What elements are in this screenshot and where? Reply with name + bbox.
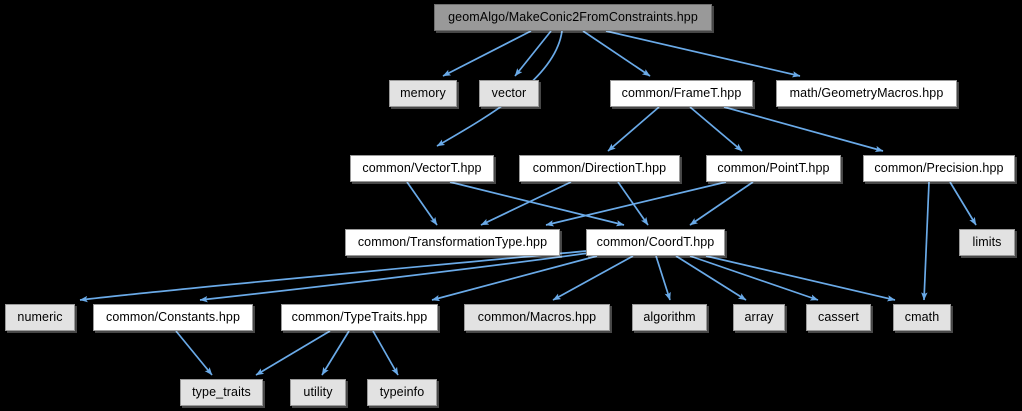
graph-edge-typetraits-to-utility — [321, 330, 350, 376]
graph-node-label: memory — [400, 86, 446, 101]
graph-edge-precision-to-cmath — [921, 181, 930, 301]
graph-node-label: geomAlgo/MakeConic2FromConstraints.hpp — [448, 10, 698, 25]
graph-node-label: limits — [972, 235, 1002, 250]
graph-edge-coordt-to-numeric — [79, 250, 587, 303]
graph-node-array[interactable]: array — [733, 304, 785, 331]
graph-node-algorithm[interactable]: algorithm — [632, 304, 707, 331]
graph-edge-coordt-to-typetraits — [431, 255, 598, 302]
graph-node-typeinfo[interactable]: typeinfo — [367, 379, 437, 406]
graph-edge-root-to-memory — [442, 30, 532, 77]
graph-node-label: common/PointT.hpp — [717, 161, 830, 176]
graph-edge-vectort-to-transformationtype — [406, 181, 438, 226]
graph-edge-vectort-to-coordt — [449, 181, 625, 227]
graph-edge-coordt-to-algorithm — [655, 255, 671, 301]
graph-node-label: common/Macros.hpp — [477, 310, 597, 325]
graph-node-label: common/CoordT.hpp — [596, 235, 715, 250]
graph-edge-typetraits-to-type_traits — [255, 330, 331, 376]
graph-node-label: math/GeometryMacros.hpp — [789, 86, 944, 101]
graph-node-directiont[interactable]: common/DirectionT.hpp — [519, 155, 680, 182]
graph-node-label: vector — [491, 86, 527, 101]
graph-edge-root-to-geometrymacros — [605, 30, 801, 78]
graph-node-label: array — [744, 310, 774, 325]
graph-node-label: common/Precision.hpp — [874, 161, 1004, 176]
graph-edge-precision-to-limits — [949, 181, 977, 226]
graph-edge-pointt-to-transformationtype — [545, 181, 727, 227]
graph-node-memory[interactable]: memory — [389, 80, 457, 107]
graph-node-root[interactable]: geomAlgo/MakeConic2FromConstraints.hpp — [434, 4, 712, 31]
graph-node-label: common/TypeTraits.hpp — [291, 310, 428, 325]
graph-node-pointt[interactable]: common/PointT.hpp — [706, 155, 841, 182]
graph-node-label: cassert — [818, 310, 859, 325]
graph-node-cmath[interactable]: cmath — [893, 304, 951, 331]
graph-edge-coordt-to-cmath — [705, 255, 896, 302]
graph-node-label: cmath — [904, 310, 940, 325]
graph-edge-pointt-to-coordt — [689, 181, 754, 226]
graph-edge-coordt-to-cassert — [689, 255, 819, 301]
graph-edge-root-to-vector — [514, 30, 552, 77]
graph-node-precision[interactable]: common/Precision.hpp — [863, 155, 1015, 182]
graph-node-label: common/DirectionT.hpp — [532, 161, 667, 176]
graph-node-cassert[interactable]: cassert — [806, 304, 871, 331]
graph-edge-root-to-framet — [582, 30, 651, 77]
graph-node-label: common/Constants.hpp — [105, 310, 240, 325]
graph-edge-framet-to-precision — [723, 106, 884, 153]
graph-node-coordt[interactable]: common/CoordT.hpp — [586, 229, 725, 256]
graph-node-framet[interactable]: common/FrameT.hpp — [610, 80, 753, 107]
graph-node-type_traits[interactable]: type_traits — [180, 379, 263, 406]
graph-node-label: common/TransformationType.hpp — [357, 235, 548, 250]
graph-node-label: typeinfo — [379, 385, 425, 400]
graph-node-label: utility — [303, 385, 333, 400]
graph-edge-framet-to-directiont — [607, 106, 660, 152]
graph-edge-framet-to-pointt — [689, 106, 743, 152]
graph-node-typetraits[interactable]: common/TypeTraits.hpp — [281, 304, 438, 331]
graph-edge-constants-to-type_traits — [175, 330, 213, 376]
graph-edge-typetraits-to-typeinfo — [372, 330, 399, 376]
graph-node-vector[interactable]: vector — [479, 80, 539, 107]
graph-node-label: numeric — [17, 310, 63, 325]
graph-node-label: type_traits — [192, 385, 251, 400]
graph-node-limits[interactable]: limits — [959, 229, 1015, 256]
graph-edge-coordt-to-macros — [552, 255, 634, 301]
graph-edge-directiont-to-transformationtype — [480, 181, 572, 226]
graph-node-label: common/FrameT.hpp — [621, 86, 742, 101]
graph-node-vectort[interactable]: common/VectorT.hpp — [350, 155, 494, 182]
graph-edge-coordt-to-array — [675, 255, 747, 301]
graph-node-numeric[interactable]: numeric — [5, 304, 75, 331]
graph-node-utility[interactable]: utility — [290, 379, 346, 406]
graph-node-geometrymacros[interactable]: math/GeometryMacros.hpp — [776, 80, 957, 107]
graph-node-macros[interactable]: common/Macros.hpp — [464, 304, 610, 331]
graph-node-transformationtype[interactable]: common/TransformationType.hpp — [345, 229, 560, 256]
graph-node-constants[interactable]: common/Constants.hpp — [93, 304, 253, 331]
graph-node-label: algorithm — [643, 310, 696, 325]
graph-edge-coordt-to-constants — [199, 252, 590, 303]
graph-node-label: common/VectorT.hpp — [362, 161, 482, 176]
